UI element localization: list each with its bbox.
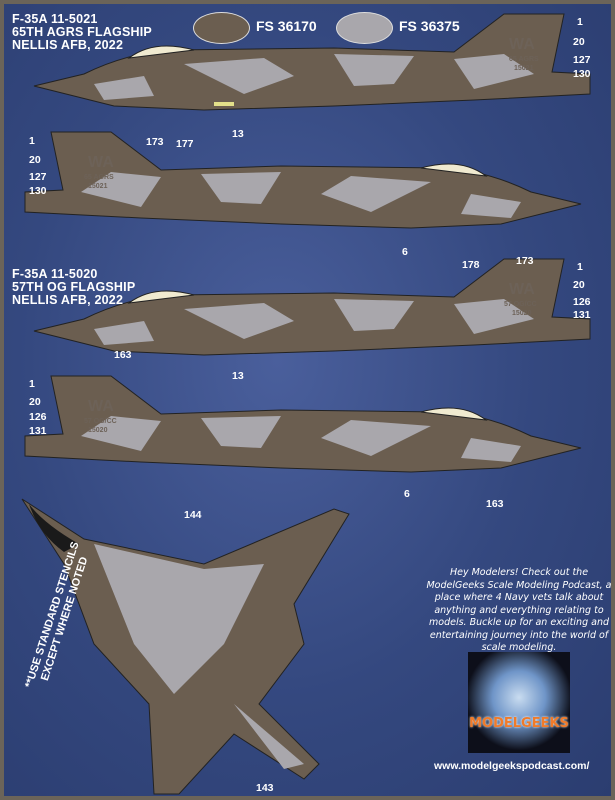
podcast-url[interactable]: www.modelgeekspodcast.com/ — [434, 760, 590, 772]
callout: 127 — [29, 171, 47, 183]
tail-unit: 65 AGRS — [509, 56, 539, 63]
callout: 163 — [114, 349, 132, 361]
profile-5021-left — [33, 13, 591, 111]
callout: 126 — [29, 411, 47, 423]
callout: 130 — [29, 185, 47, 197]
profile-5020-right — [24, 375, 582, 473]
logo-text: MODELGEEKS — [469, 716, 569, 731]
callout: 6 — [402, 246, 408, 258]
top-view — [21, 498, 350, 795]
callout: 173 — [516, 255, 534, 267]
tail-code: WA — [509, 36, 535, 53]
aircraft-base: NELLIS AFB, 2022 — [12, 38, 124, 52]
callout: 127 — [573, 54, 591, 66]
callout: 177 — [176, 138, 194, 150]
tail-code: WA — [509, 281, 535, 298]
tail-code: WA — [88, 154, 114, 171]
callout: 131 — [573, 309, 591, 321]
callout: 130 — [573, 68, 591, 80]
swatch-fs36375 — [336, 12, 393, 44]
callout: 20 — [29, 396, 41, 408]
callout: 1 — [577, 16, 583, 28]
swatch-fs36170 — [193, 12, 250, 44]
tail-serial: 15021 — [514, 65, 534, 72]
callout: 126 — [573, 296, 591, 308]
callout: 20 — [573, 36, 585, 48]
callout: 13 — [232, 370, 244, 382]
callout: 144 — [184, 509, 202, 521]
profile-5021-right — [24, 131, 582, 229]
color-label-fs36170: FS 36170 — [256, 18, 317, 34]
tail-serial: 15021 — [88, 183, 108, 190]
tail-unit: 57 OG/CC — [84, 418, 117, 425]
tail-serial: 15020 — [88, 427, 108, 434]
aircraft-base: NELLIS AFB, 2022 — [12, 293, 124, 307]
callout: 1 — [29, 135, 35, 147]
callout: 143 — [256, 782, 274, 794]
tail-serial: 15020 — [512, 310, 532, 317]
aircraft-unit: 65TH AGRS FLAGSHIP — [12, 25, 152, 39]
aircraft-serial: F-35A 11-5020 — [12, 267, 98, 281]
callout: 20 — [29, 154, 41, 166]
header-5020: F-35A 11-5020 57TH OG FLAGSHIP NELLIS AF… — [12, 268, 135, 307]
decal-sheet: F-35A 11-5021 65TH AGRS FLAGSHIP NELLIS … — [4, 4, 611, 796]
header-5021: F-35A 11-5021 65TH AGRS FLAGSHIP NELLIS … — [12, 13, 152, 52]
callout: 6 — [404, 488, 410, 500]
modelgeeks-logo: MODELGEEKS — [468, 652, 570, 753]
tail-unit: 57 OG/CC — [504, 301, 537, 308]
profile-5020-left — [33, 258, 591, 356]
callout: 131 — [29, 425, 47, 437]
callout: 1 — [577, 261, 583, 273]
aircraft-artwork — [21, 13, 591, 795]
tail-code: WA — [88, 398, 114, 415]
callout: 173 — [146, 136, 164, 148]
color-label-fs36375: FS 36375 — [399, 18, 460, 34]
promo-text: Hey Modelers! Check out the ModelGeeks S… — [426, 567, 611, 653]
aircraft-unit: 57TH OG FLAGSHIP — [12, 280, 136, 294]
callout: 163 — [486, 498, 504, 510]
aircraft-serial: F-35A 11-5021 — [12, 12, 98, 26]
callout: 13 — [232, 128, 244, 140]
callout: 178 — [462, 259, 480, 271]
tail-unit: 65 AGRS — [84, 174, 114, 181]
callout: 1 — [29, 378, 35, 390]
callout: 20 — [573, 279, 585, 291]
